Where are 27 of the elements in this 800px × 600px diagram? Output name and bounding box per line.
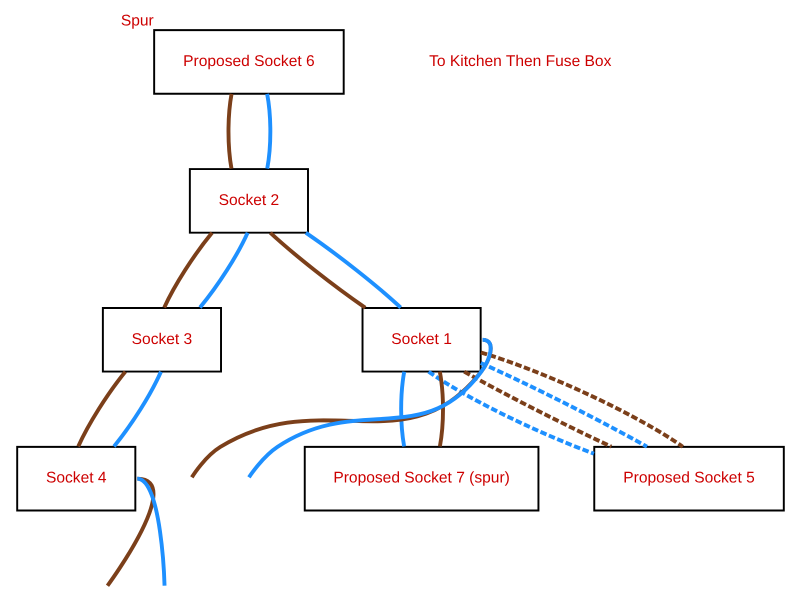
connector	[136, 476, 166, 586]
connector	[246, 338, 492, 478]
node-box: Proposed Socket 6	[152, 29, 344, 95]
node-box: Socket 3	[101, 307, 222, 373]
connector	[462, 370, 612, 448]
connector	[162, 232, 214, 308]
connector	[437, 371, 444, 447]
connector	[190, 338, 492, 478]
connector	[112, 370, 162, 448]
connector	[264, 94, 272, 169]
connector	[480, 361, 648, 448]
node-box: Proposed Socket 5	[592, 446, 784, 512]
node-box: Proposed Socket 7 (spur)	[303, 446, 539, 512]
connector	[198, 232, 249, 309]
connector	[480, 350, 684, 448]
node-box: Socket 2	[188, 168, 308, 234]
connector	[226, 94, 233, 169]
node-label: Spur	[120, 12, 154, 30]
node-box: Socket 4	[16, 446, 136, 512]
connector	[268, 231, 366, 310]
connector	[398, 371, 406, 447]
connector	[304, 231, 402, 309]
connector	[105, 476, 155, 587]
connector	[76, 370, 126, 448]
connector	[427, 370, 594, 456]
label: To Kitchen Then Fuse Box	[428, 52, 611, 70]
node-box: Socket 1	[361, 307, 482, 373]
